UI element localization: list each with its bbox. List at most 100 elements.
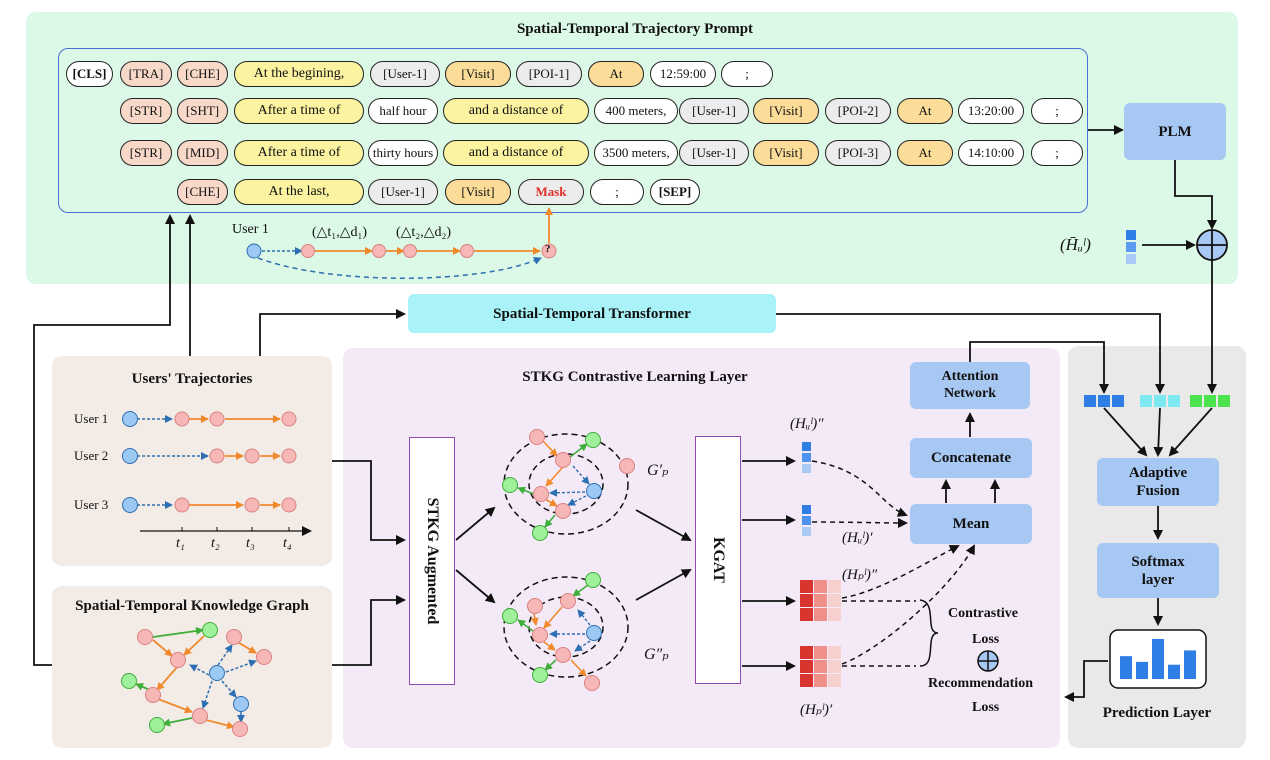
token-user: [User-1] bbox=[679, 98, 749, 124]
token-visit: [Visit] bbox=[445, 61, 511, 87]
hp-double-prime-matrix bbox=[800, 580, 842, 622]
user1-label: User 1 bbox=[232, 222, 269, 237]
token-poi: [POI-3] bbox=[825, 140, 891, 166]
token-che: [CHE] bbox=[177, 179, 228, 205]
loss-label-2: Loss bbox=[972, 700, 1000, 715]
token-str: [STR] bbox=[120, 98, 172, 124]
token-user: [User-1] bbox=[368, 179, 438, 205]
augmented-graph-1 bbox=[502, 429, 635, 541]
plm-box: PLM bbox=[1124, 103, 1226, 160]
token-visit: [Visit] bbox=[445, 179, 511, 205]
prediction-layer-title: Prediction Layer bbox=[1102, 705, 1212, 721]
token-visit: [Visit] bbox=[753, 98, 819, 124]
prediction-bar bbox=[1152, 639, 1164, 679]
user3-row-label: User 3 bbox=[74, 497, 109, 512]
delta1-label: (△t₁,△d₁) bbox=[312, 225, 368, 240]
token-distance: 400 meters, bbox=[594, 98, 678, 124]
prediction-bar bbox=[1168, 664, 1180, 679]
token-poi: [POI-2] bbox=[825, 98, 891, 124]
stkg-title: Spatial-Temporal Knowledge Graph bbox=[75, 598, 309, 614]
gp-prime-label: G′ₚ bbox=[647, 462, 669, 479]
traj-node bbox=[301, 244, 315, 258]
token-poi: [POI-1] bbox=[516, 61, 582, 87]
kgat-box: KGAT bbox=[695, 436, 741, 684]
token-semicolon: ; bbox=[1031, 140, 1083, 166]
plm-output-vector bbox=[1190, 395, 1230, 407]
traj-node bbox=[372, 244, 386, 258]
token-at: At bbox=[588, 61, 644, 87]
prediction-bars bbox=[1120, 639, 1196, 679]
token-time: 12:59:00 bbox=[650, 61, 716, 87]
token-user: [User-1] bbox=[370, 61, 440, 87]
token-cls: [CLS] bbox=[66, 61, 113, 87]
user1-row-label: User 1 bbox=[74, 411, 109, 426]
tick-t4: t₄ bbox=[283, 536, 292, 551]
token-distance: 3500 meters, bbox=[594, 140, 678, 166]
tick-t3: t₃ bbox=[246, 536, 255, 551]
token-duration: thirty hours bbox=[368, 140, 438, 166]
token-che: [CHE] bbox=[177, 61, 228, 87]
gp-double-prime-label: G″ₚ bbox=[644, 646, 669, 663]
stkg-graph bbox=[121, 622, 272, 737]
hu-bar-label: (H̄ᵤˡ) bbox=[1060, 235, 1091, 254]
prompt-box bbox=[58, 48, 1088, 213]
hp-double-prime-label: (Hₚˡ)″ bbox=[842, 567, 878, 583]
recommendation-loss-label: Recommendation bbox=[928, 676, 1033, 691]
token-semicolon: ; bbox=[1031, 98, 1083, 124]
token-sht: [SHT] bbox=[177, 98, 228, 124]
prompt-trajectory bbox=[246, 207, 557, 279]
traj-node bbox=[403, 244, 417, 258]
augmented-graph-2 bbox=[502, 572, 629, 691]
token-distance-of: and a distance of bbox=[443, 98, 589, 124]
hu-prime-vector bbox=[802, 505, 811, 541]
prompt-title: Spatial-Temporal Trajectory Prompt bbox=[516, 21, 754, 37]
delta2-label: (△t₂,△d₂) bbox=[396, 225, 452, 240]
tick-t2: t₂ bbox=[211, 536, 220, 551]
user2-row-label: User 2 bbox=[74, 448, 109, 463]
prediction-bar bbox=[1184, 650, 1196, 679]
hp-prime-matrix bbox=[800, 646, 842, 688]
plus-node bbox=[1196, 229, 1228, 261]
token-last: At the last, bbox=[234, 179, 364, 205]
mean-box: Mean bbox=[910, 504, 1032, 544]
attention-output-vector bbox=[1084, 395, 1124, 407]
token-semicolon: ; bbox=[721, 61, 773, 87]
traj-node-unknown bbox=[541, 243, 557, 259]
token-distance-of: and a distance of bbox=[443, 140, 589, 166]
kgat-label: KGAT bbox=[710, 537, 727, 583]
token-duration: half hour bbox=[368, 98, 438, 124]
concatenate-box: Concatenate bbox=[910, 438, 1032, 478]
stkg-augmented-label: STKG Augmented bbox=[424, 497, 441, 625]
question-mark: ? bbox=[545, 243, 551, 255]
softmax-layer-box: Softmax layer bbox=[1097, 543, 1219, 598]
tick-t1: t₁ bbox=[176, 536, 185, 551]
contrastive-loss-label: Contrastive bbox=[948, 606, 1018, 621]
contrastive-title: STKG Contrastive Learning Layer bbox=[522, 369, 748, 385]
hu-double-prime-vector bbox=[802, 442, 811, 478]
token-sep: [SEP] bbox=[650, 179, 700, 205]
attention-network-box: Attention Network bbox=[910, 362, 1030, 409]
hu-bar-vector bbox=[1126, 230, 1136, 266]
hu-double-prime-label: (Hᵤˡ)″ bbox=[790, 416, 824, 432]
hp-prime-label: (Hₚˡ)′ bbox=[800, 702, 833, 718]
token-str: [STR] bbox=[120, 140, 172, 166]
traj-node bbox=[246, 243, 262, 259]
token-at: At bbox=[897, 140, 953, 166]
loss-label-1: Loss bbox=[972, 632, 1000, 647]
prediction-bar bbox=[1136, 661, 1148, 679]
st-transformer-box: Spatial-Temporal Transformer bbox=[408, 294, 776, 333]
token-after: After a time of bbox=[234, 140, 364, 166]
token-mask: Mask bbox=[518, 179, 584, 205]
loss-plus-icon bbox=[977, 650, 999, 672]
token-at: At bbox=[897, 98, 953, 124]
hu-prime-label: (Hᵤˡ)′ bbox=[842, 530, 873, 546]
transformer-output-vector bbox=[1140, 395, 1180, 407]
token-tra: [TRA] bbox=[120, 61, 172, 87]
adaptive-fusion-box: Adaptive Fusion bbox=[1097, 458, 1219, 506]
traj-node bbox=[460, 244, 474, 258]
users-trajectories-graph bbox=[122, 411, 312, 536]
token-after: After a time of bbox=[234, 98, 364, 124]
token-time: 14:10:00 bbox=[958, 140, 1024, 166]
trajectories-title: Users' Trajectories bbox=[131, 371, 253, 387]
